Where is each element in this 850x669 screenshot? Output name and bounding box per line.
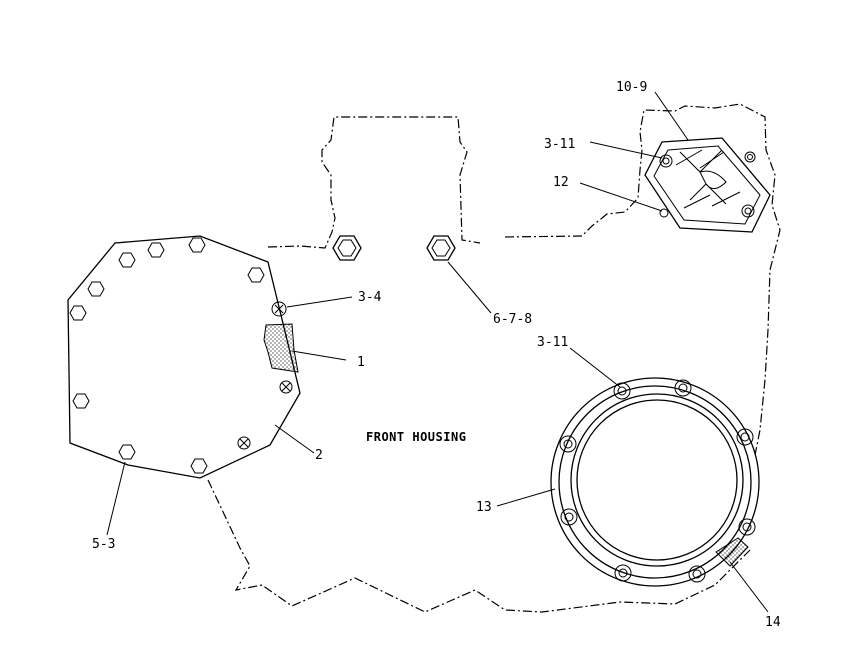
housing-outline	[207, 103, 781, 613]
gasket-section	[263, 323, 299, 373]
callout-labels: 10-9 3-11 12 3-4 6-7-8 3-11 1 2 13 5-3 1…	[92, 80, 781, 630]
callout-6-7-8: 6-7-8	[493, 312, 532, 327]
round-plate-outer	[550, 377, 760, 587]
cover-special-bolts	[237, 301, 293, 450]
hex-plug-left	[332, 235, 362, 261]
callout-3-4: 3-4	[358, 290, 382, 305]
round-gasket-section	[715, 537, 749, 567]
round-cover-bolts	[559, 379, 756, 583]
callout-3-11-mid: 3-11	[537, 335, 568, 350]
callout-1: 1	[357, 355, 365, 370]
callout-2: 2	[315, 448, 323, 463]
small-cover-plate	[644, 137, 771, 233]
callout-14: 14	[765, 615, 781, 630]
callout-13: 13	[476, 500, 492, 515]
cover-bolts	[69, 237, 265, 474]
leader-lines	[106, 91, 769, 613]
callout-3-11-top: 3-11	[544, 137, 575, 152]
round-cover-plate	[550, 377, 760, 587]
cover-plate-outline	[67, 235, 301, 479]
callout-12: 12	[553, 175, 569, 190]
front-housing-label: FRONT HOUSING	[366, 430, 466, 444]
callout-10-9: 10-9	[616, 80, 647, 95]
hex-plug-right	[426, 235, 456, 261]
callout-5-3: 5-3	[92, 537, 115, 552]
small-plate-outline	[644, 137, 771, 233]
left-cover-plate	[67, 235, 301, 479]
